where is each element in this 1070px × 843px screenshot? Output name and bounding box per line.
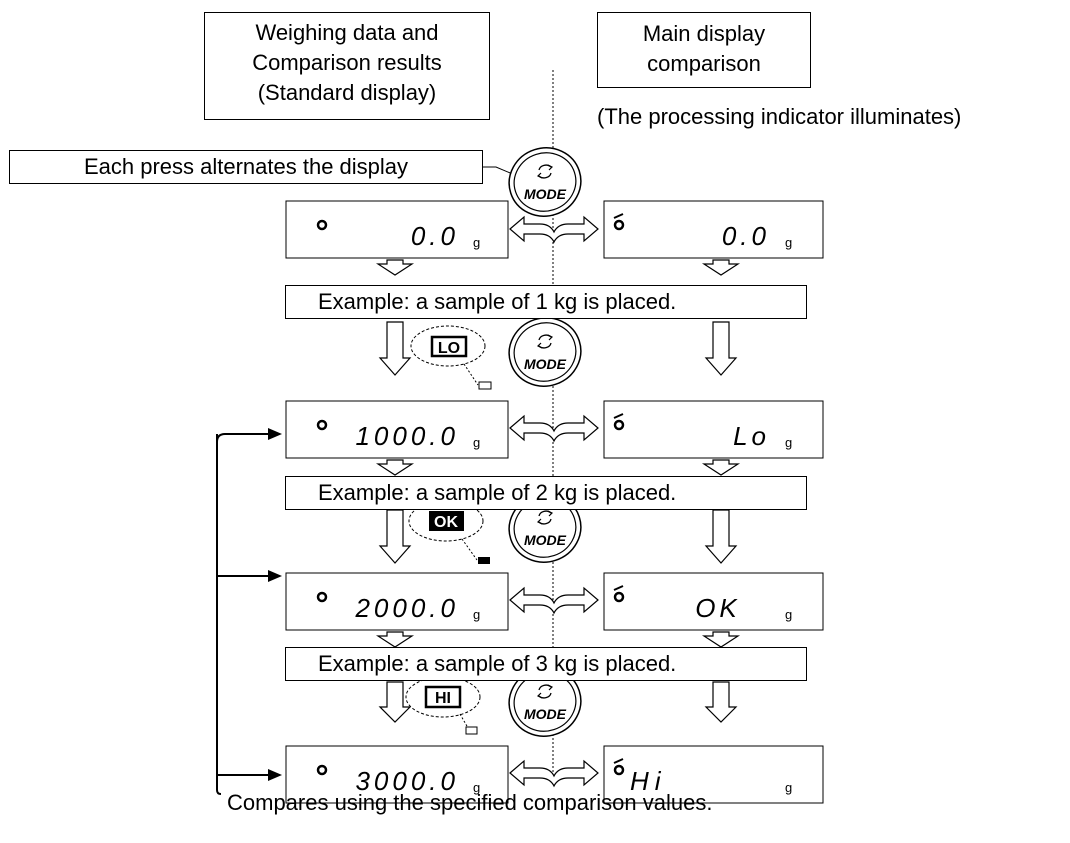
stable-mark-icon xyxy=(613,591,625,603)
display-row-1: 0.0 g 0.0 g MODE xyxy=(285,137,824,276)
display-row-4: HI 3000.0 g Hi g MODE xyxy=(217,657,824,804)
loop-arrow-icon xyxy=(268,769,282,781)
display-row-3: OK 2000.0 g OK g MODE xyxy=(217,483,824,648)
hi-badge-small xyxy=(465,726,478,735)
example-banner-1: Example: a sample of 1 kg is placed. xyxy=(285,285,807,319)
hi-badge-large xyxy=(424,685,462,709)
stable-mark-icon xyxy=(613,419,625,431)
left-value-2: 1000.0 xyxy=(355,421,459,451)
header-weighing-line1: Weighing data and xyxy=(255,20,439,45)
toggle-arrow-2 xyxy=(509,415,599,442)
long-down-arrow-icon xyxy=(704,681,738,723)
processing-indicator-icon xyxy=(613,758,624,764)
down-arrow-icon xyxy=(377,631,413,648)
long-down-arrow-icon xyxy=(704,321,738,376)
svg-text:MODE: MODE xyxy=(524,186,567,202)
header-weighing-line3: (Standard display) xyxy=(257,80,437,105)
stable-mark-icon xyxy=(316,219,328,231)
header-main-display: Main display comparison xyxy=(597,12,811,88)
right-unit-4: g xyxy=(785,780,792,795)
mode-button-2[interactable]: MODE xyxy=(499,307,591,397)
stable-mark-icon xyxy=(316,591,328,603)
header-main-line2: comparison xyxy=(647,51,761,76)
right-value-4: Hi xyxy=(630,766,667,796)
lo-badge-label: LO xyxy=(438,340,460,357)
ok-badge-small xyxy=(478,557,490,564)
down-arrow-icon xyxy=(703,259,739,276)
left-value-1: 0.0 xyxy=(411,221,459,251)
mode-button-3[interactable]: MODE xyxy=(499,483,591,573)
right-value-2: Lo xyxy=(733,421,770,451)
svg-text:MODE: MODE xyxy=(524,532,567,548)
header-weighing-line2: Comparison results xyxy=(252,50,442,75)
mode-button-4[interactable]: MODE xyxy=(499,657,591,747)
toggle-arrow-3 xyxy=(509,587,599,614)
down-arrow-icon xyxy=(703,631,739,648)
lo-badge-large xyxy=(430,335,468,358)
mode-button-1[interactable]: MODE xyxy=(499,137,591,227)
lo-badge-small xyxy=(478,381,492,390)
header-main-line1: Main display xyxy=(642,21,766,46)
processing-indicator-icon xyxy=(613,585,624,591)
right-unit-1: g xyxy=(785,235,792,250)
loop-bracket xyxy=(216,434,222,795)
down-arrow-icon xyxy=(377,259,413,276)
right-display-1 xyxy=(603,200,824,259)
left-unit-1: g xyxy=(473,235,480,250)
right-unit-3: g xyxy=(785,607,792,622)
down-arrow-icon xyxy=(377,459,413,476)
hi-badge-label: HI xyxy=(435,690,451,707)
callout-alternates-display: Each press alternates the display xyxy=(9,150,483,184)
long-down-arrow-icon xyxy=(378,509,412,564)
ok-badge-label: OK xyxy=(434,514,458,531)
long-down-arrow-icon xyxy=(378,321,412,376)
left-unit-2: g xyxy=(473,435,480,450)
stable-mark-icon xyxy=(316,764,328,776)
right-unit-2: g xyxy=(785,435,792,450)
toggle-arrow-1 xyxy=(509,216,599,243)
processing-indicator-icon xyxy=(613,213,624,219)
long-down-arrow-icon xyxy=(378,681,412,723)
example-banner-3: Example: a sample of 3 kg is placed. xyxy=(285,647,807,681)
left-unit-3: g xyxy=(473,607,480,622)
down-arrow-icon xyxy=(703,459,739,476)
svg-text:MODE: MODE xyxy=(524,706,567,722)
indicator-note: (The processing indicator illuminates) xyxy=(597,104,962,129)
example-banner-2: Example: a sample of 2 kg is placed. xyxy=(285,476,807,510)
right-display-4 xyxy=(603,745,824,804)
footer-note: Compares using the specified comparison … xyxy=(227,790,713,815)
right-value-3: OK xyxy=(695,593,741,623)
svg-text:MODE: MODE xyxy=(524,356,567,372)
loop-arrow-icon xyxy=(268,570,282,582)
stable-mark-icon xyxy=(613,219,625,231)
right-value-1: 0.0 xyxy=(722,221,770,251)
left-value-4: 3000.0 xyxy=(355,766,459,796)
processing-indicator-icon xyxy=(613,413,624,419)
display-row-2: LO 1000.0 g Lo g MODE xyxy=(216,307,824,795)
stable-mark-icon xyxy=(316,419,328,431)
stable-mark-icon xyxy=(613,764,625,776)
right-display-2 xyxy=(603,400,824,459)
left-unit-4: g xyxy=(473,780,480,795)
loop-arrow-icon xyxy=(268,428,282,440)
toggle-arrow-4 xyxy=(509,760,599,787)
left-value-3: 2000.0 xyxy=(354,593,459,623)
header-weighing-data: Weighing data and Comparison results (St… xyxy=(204,12,490,120)
ok-badge-large xyxy=(429,511,464,531)
long-down-arrow-icon xyxy=(704,509,738,564)
right-display-3 xyxy=(603,572,824,631)
